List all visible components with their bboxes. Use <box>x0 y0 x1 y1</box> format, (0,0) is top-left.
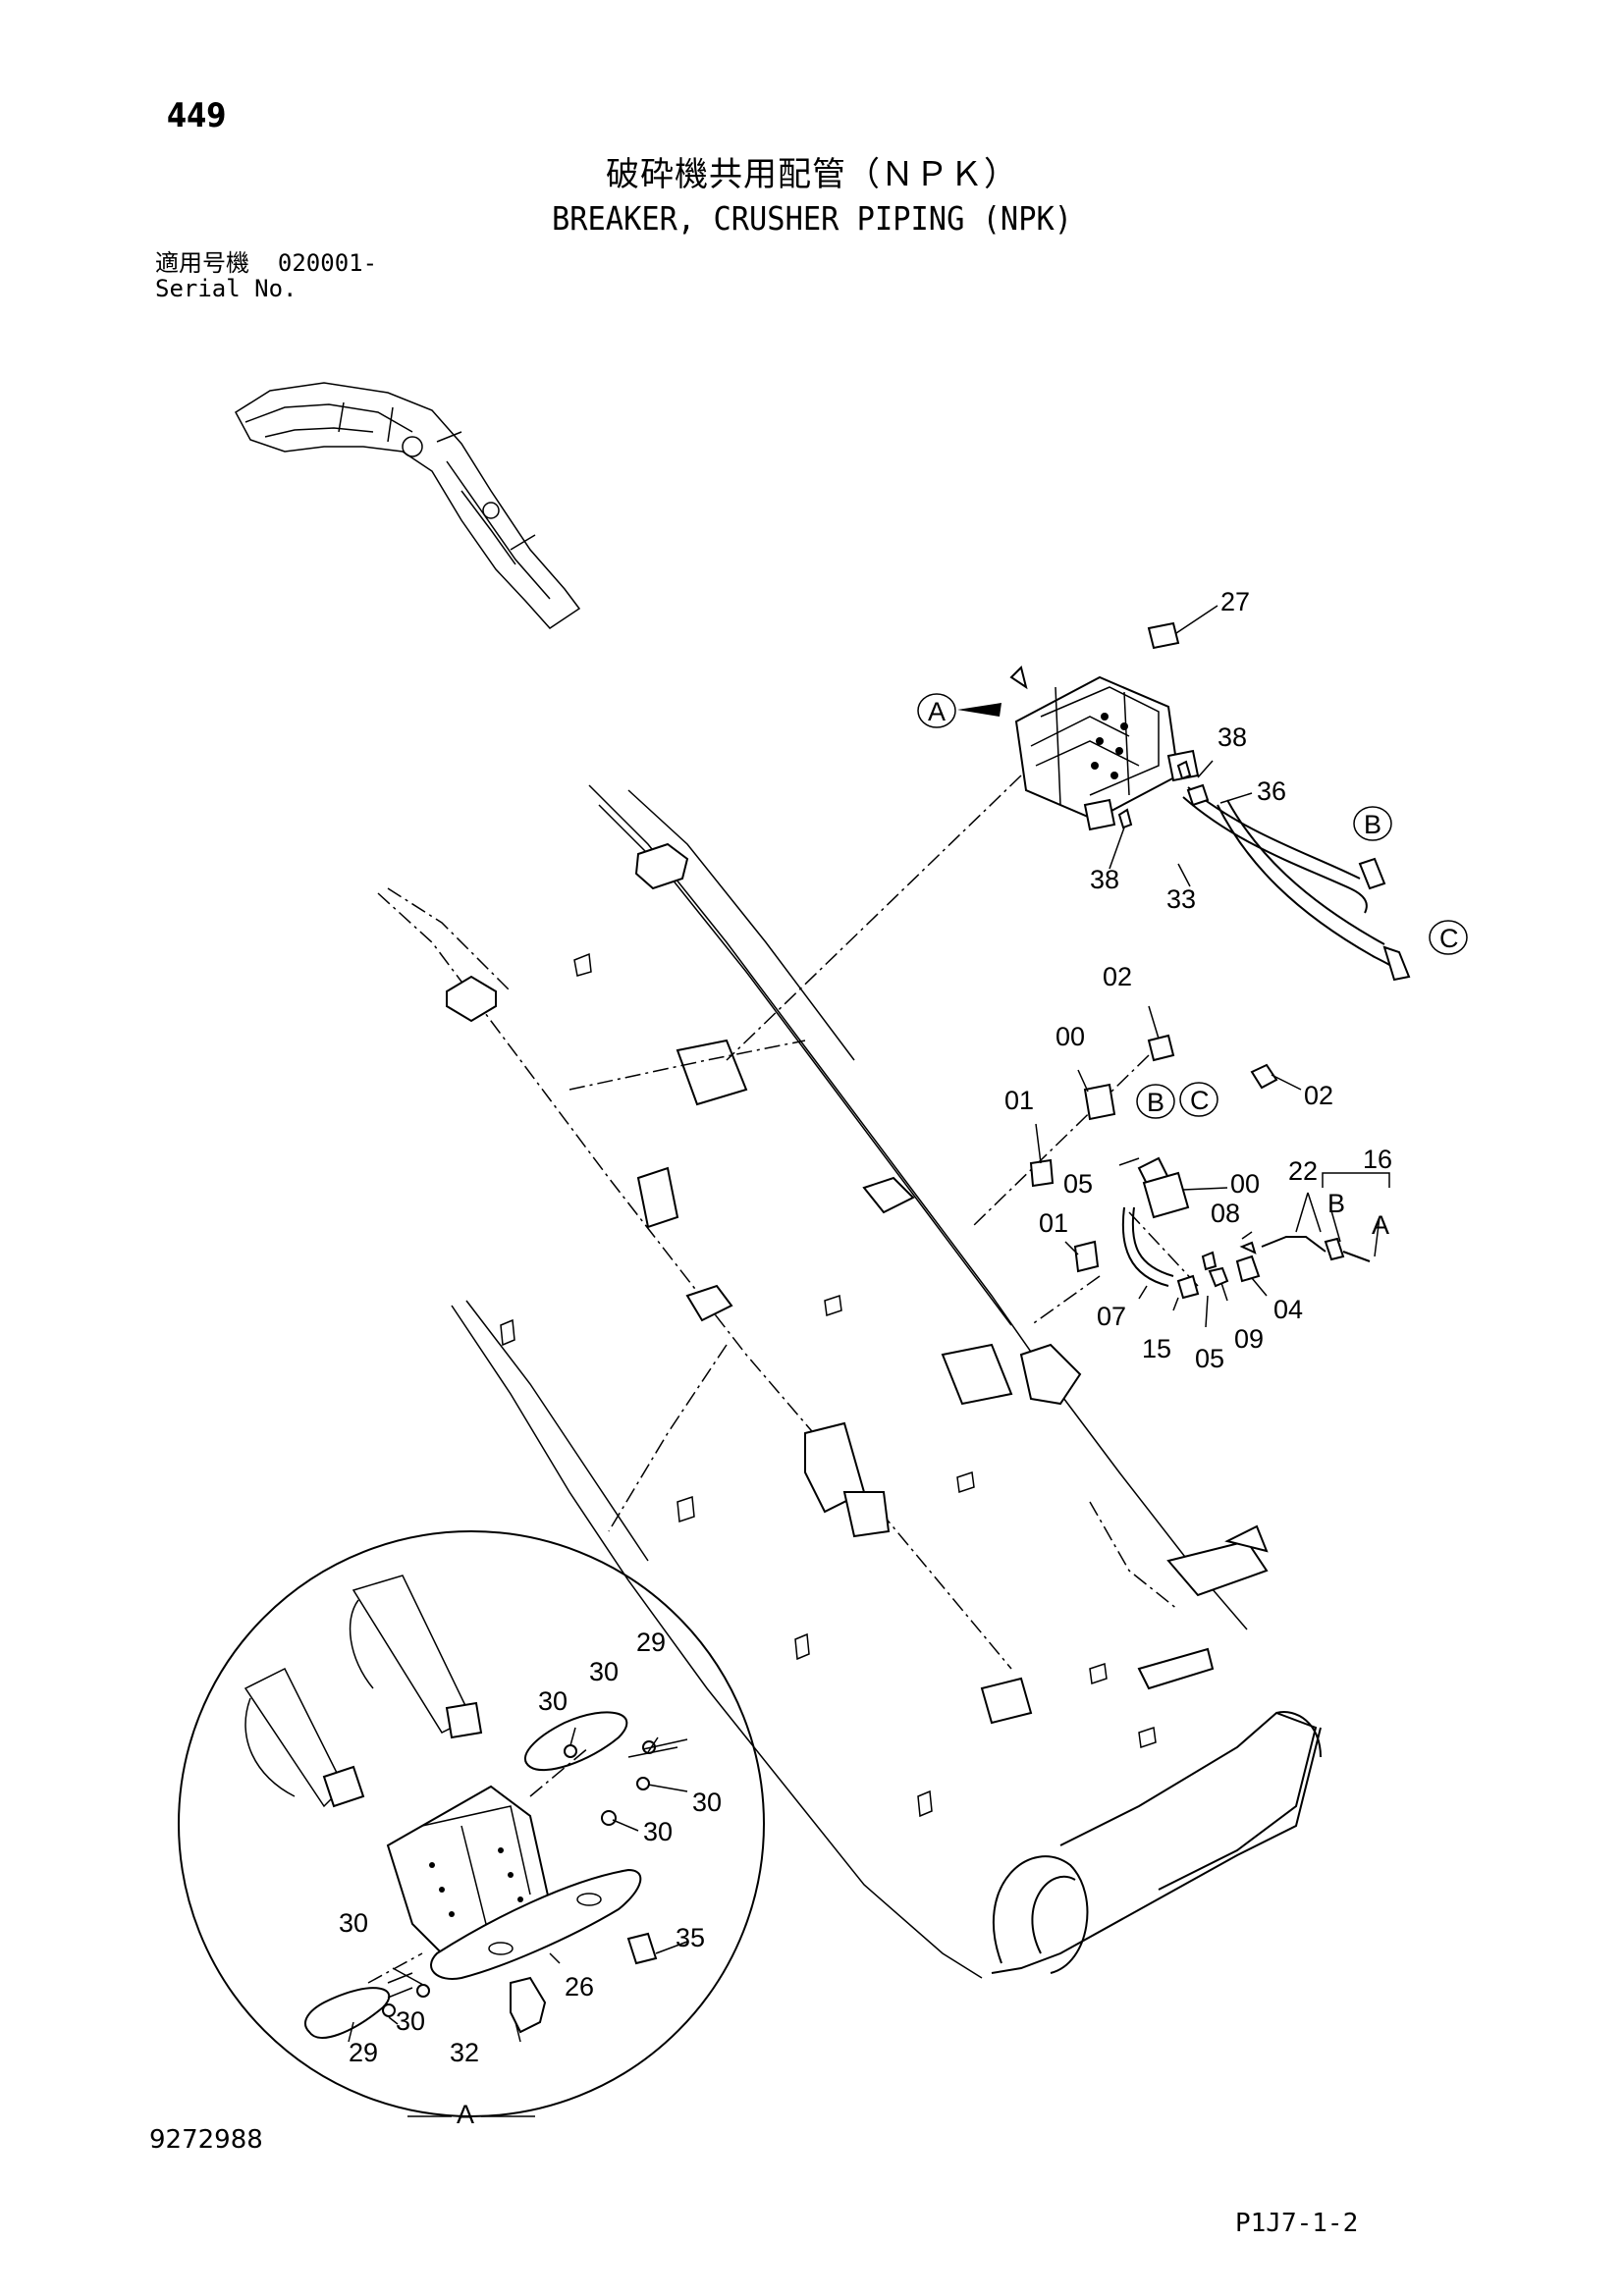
serial-number-block: 適用号機 020001- Serial No. <box>155 250 377 301</box>
reference-letters: A B C B C B A A <box>457 697 1459 2129</box>
reference-circle-b-mid <box>1136 1084 1175 1119</box>
reference-circle-c-top <box>1429 920 1468 955</box>
ref-letter-c-top: C <box>1439 924 1459 953</box>
callout-01-bottom: 01 <box>1039 1208 1068 1238</box>
ref-letter-c-mid: C <box>1190 1086 1210 1115</box>
callout-15: 15 <box>1142 1334 1171 1363</box>
callout-leaders <box>1035 605 1380 1328</box>
leader-line-a-block <box>726 774 1022 1061</box>
detail-callout-26: 26 <box>565 1972 594 2002</box>
detail-view-label: A <box>457 2100 474 2129</box>
callout-05-bottom: 05 <box>1195 1344 1224 1373</box>
serial-label-english: Serial No. <box>155 275 298 302</box>
detail-callout-30-bottom-left: 30 <box>339 1908 368 1938</box>
detail-callout-29-bottom: 29 <box>349 2038 378 2067</box>
boom-main-structure <box>377 784 1322 1979</box>
detail-callout-35: 35 <box>676 1923 705 1952</box>
callout-05-top: 05 <box>1063 1169 1093 1199</box>
callout-00-top: 00 <box>1056 1022 1085 1051</box>
page-title-english: BREAKER, CRUSHER PIPING (NPK) <box>551 199 1073 238</box>
callout-02-top: 02 <box>1103 962 1132 991</box>
callout-27: 27 <box>1220 587 1250 616</box>
leader-line-hose-mid <box>1128 1211 1199 1287</box>
callout-22: 22 <box>1288 1156 1318 1186</box>
callout-08: 08 <box>1211 1199 1240 1228</box>
hose-33-36 <box>1117 760 1411 982</box>
serial-value: 020001- <box>277 249 378 277</box>
callout-33: 33 <box>1166 884 1196 914</box>
detail-callout-32: 32 <box>450 2038 479 2067</box>
callout-labels: 27 38 36 38 33 02 00 01 05 02 00 01 08 2… <box>339 587 1392 2067</box>
detail-callout-30-top: 30 <box>589 1657 619 1686</box>
callout-00-bottom: 00 <box>1230 1169 1260 1199</box>
callout-02-right: 02 <box>1304 1081 1333 1110</box>
page-number: 449 <box>167 96 227 135</box>
reference-circle-c-mid <box>1179 1082 1218 1117</box>
detail-callout-30-right: 30 <box>692 1788 722 1817</box>
leader-line-hose-bottom <box>1030 1275 1101 1326</box>
valve-block-assembly <box>1009 621 1200 831</box>
group-bracket-16 <box>1322 1172 1390 1188</box>
document-code: 9272988 <box>149 2125 263 2155</box>
ref-letter-a-hose: A <box>1372 1210 1389 1240</box>
detail-callout-30-bottom: 30 <box>396 2006 425 2036</box>
serial-label-japanese: 適用号機 <box>155 249 249 277</box>
detail-callout-29-top: 29 <box>636 1628 666 1657</box>
ref-letter-b-hose: B <box>1327 1189 1345 1218</box>
ref-letter-a-top: A <box>928 697 946 726</box>
page-title-japanese: 破砕機共用配管（ＮＰＫ） <box>606 155 1018 194</box>
callout-01-top: 01 <box>1004 1086 1034 1115</box>
detail-callout-30-lower: 30 <box>643 1817 673 1846</box>
callout-09: 09 <box>1234 1324 1264 1354</box>
detail-view-a <box>178 1530 765 2117</box>
page-code: P1J7-1-2 <box>1235 2209 1359 2238</box>
leader-line-hose-top <box>971 1054 1150 1228</box>
fitting-group-middle <box>1029 1034 1371 1300</box>
callout-38-top: 38 <box>1218 722 1247 752</box>
ref-letter-b-top: B <box>1364 810 1381 839</box>
callout-16: 16 <box>1363 1145 1392 1174</box>
callout-36: 36 <box>1257 776 1286 806</box>
reference-circle-a-top <box>917 693 1001 728</box>
callout-38-bottom: 38 <box>1090 865 1119 894</box>
boom-overview-thumbnail <box>235 382 581 629</box>
detail-callout-30-left: 30 <box>538 1686 568 1716</box>
ref-letter-b-mid: B <box>1147 1088 1164 1117</box>
callout-07: 07 <box>1097 1302 1126 1331</box>
callout-04: 04 <box>1273 1295 1303 1324</box>
reference-circle-b-top <box>1353 806 1392 841</box>
